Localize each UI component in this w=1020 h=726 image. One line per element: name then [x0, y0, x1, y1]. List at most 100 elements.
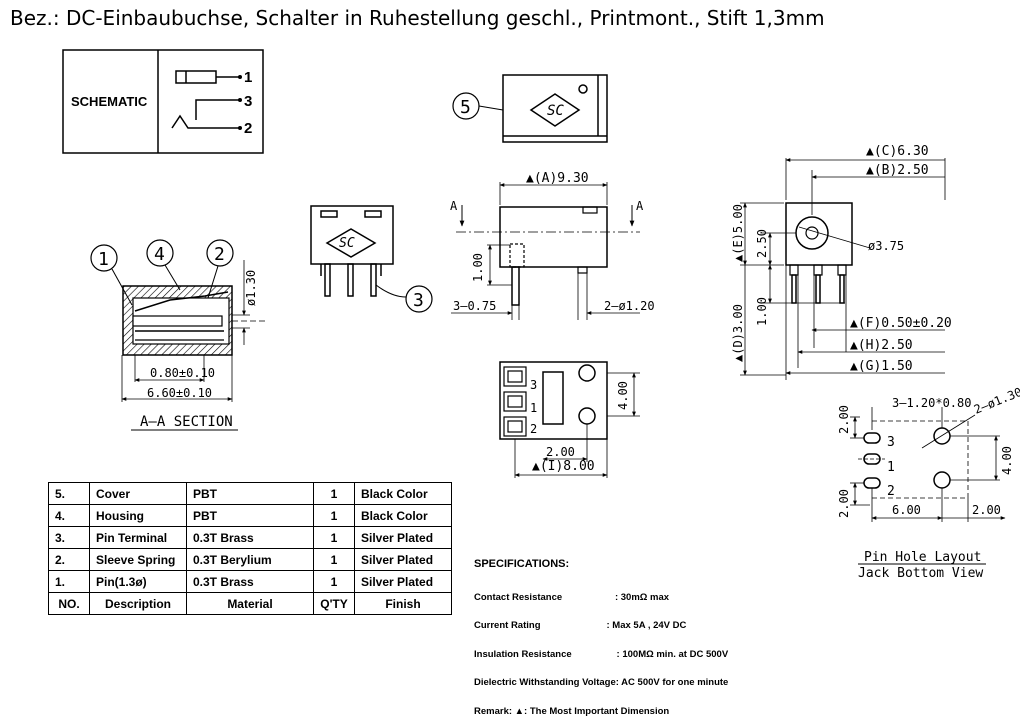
- bom-material: 0.3T Brass: [186, 526, 314, 549]
- bom-no: 1.: [48, 570, 90, 593]
- bom-header-qty: Q'TY: [313, 592, 355, 615]
- side-dim-d375: ø3.75: [868, 239, 904, 253]
- bom-row: 2. Sleeve Spring 0.3T Berylium 1 Silver …: [48, 548, 452, 571]
- bom-row: 5. Cover PBT 1 Black Color: [48, 482, 452, 505]
- pin-layout-dim-holes: 2—ø1.30: [972, 385, 1020, 417]
- bom-finish: Silver Plated: [354, 526, 452, 549]
- specs-title: SPECIFICATIONS:: [474, 558, 570, 570]
- front-view: [451, 182, 640, 320]
- bottom-pin-1: 1: [530, 401, 537, 415]
- bom-no: 5.: [48, 482, 90, 505]
- bom-no: 3.: [48, 526, 90, 549]
- callout-4-circle: [146, 239, 174, 267]
- schematic-pin-2: 2: [244, 120, 252, 137]
- callout-2: 2: [214, 244, 225, 265]
- bom-qty: 1: [313, 526, 355, 549]
- cover-view: [502, 74, 608, 143]
- bom-material: 0.3T Berylium: [186, 548, 314, 571]
- bom-header-description: Description: [89, 592, 187, 615]
- callout-1: 1: [98, 249, 109, 270]
- schematic-symbol-icon: [171, 70, 240, 129]
- bom-qty: 1: [313, 504, 355, 527]
- side-dim-g: ▲(G)1.50: [850, 359, 913, 374]
- pin-layout-dim-top-200: 2.00: [837, 405, 851, 434]
- section-dim-080: 0.80±0.10: [150, 366, 215, 380]
- bom-description: Sleeve Spring: [89, 548, 187, 571]
- bom-finish: Silver Plated: [354, 570, 452, 593]
- schematic-box: SCHEMATIC 1 3 2: [62, 49, 264, 154]
- bom-material: 0.3T Brass: [186, 570, 314, 593]
- side-logo-text: SC: [339, 236, 355, 251]
- callout-5: 5: [460, 97, 471, 118]
- bottom-dim-400: 4.00: [616, 381, 630, 410]
- bom-header-material: Material: [186, 592, 314, 615]
- pin-layout-dim-bottom-200: 2.00: [837, 489, 851, 518]
- front-dim-pins-left: 3—0.75: [453, 299, 496, 313]
- pin-layout-caption-title: Pin Hole Layout: [864, 550, 981, 565]
- pin-layout-pin-2: 2: [887, 484, 895, 499]
- spec-line: Contact Resistance : 30mΩ max: [474, 591, 670, 603]
- cut-label-left: A: [450, 199, 458, 213]
- bom-row: 4. Housing PBT 1 Black Color: [48, 504, 452, 527]
- pin-hole-layout: [850, 407, 1006, 522]
- bottom-dim-200: 2.00: [546, 445, 575, 459]
- bom-qty: 1: [313, 548, 355, 571]
- pin-layout-dim-right-200: 2.00: [972, 503, 1001, 517]
- side-dim-c: ▲(C)6.30: [866, 144, 929, 159]
- spec-line: Current Rating : Max 5A , 24V DC: [474, 620, 687, 631]
- bom-header-no: NO.: [48, 592, 90, 615]
- front-dim-pins-right: 2—ø1.20: [604, 299, 655, 313]
- pin-layout-dim-600: 6.00: [892, 503, 921, 517]
- bom-header-row: NO. Description Material Q'TY Finish: [48, 592, 452, 615]
- specifications-block: SPECIFICATIONS: Contact Resistance : 30m…: [474, 541, 728, 726]
- small-side-view: [310, 205, 394, 297]
- schematic-pin-1: 1: [244, 69, 252, 86]
- callout-2-circle: [206, 239, 234, 267]
- bottom-dim-i: ▲(I)8.00: [532, 459, 595, 474]
- side-dim-f: ▲(F)0.50±0.20: [850, 316, 952, 331]
- bom-material: PBT: [186, 482, 314, 505]
- schematic-pin-3: 3: [244, 93, 252, 110]
- front-dim-100: 1.00: [471, 253, 485, 282]
- callout-1-circle: [90, 244, 118, 272]
- bom-header-finish: Finish: [354, 592, 452, 615]
- bom-description: Pin(1.3ø): [89, 570, 187, 593]
- bom-row: 1. Pin(1.3ø) 0.3T Brass 1 Silver Plated: [48, 570, 452, 593]
- pin-layout-caption-sub: Jack Bottom View: [858, 566, 983, 581]
- spec-line: Remark: ▲: The Most Important Dimension: [474, 705, 670, 717]
- pin-layout-dim-slots: 3—1.20*0.80: [892, 396, 971, 410]
- bom-no: 4.: [48, 504, 90, 527]
- section-title: A—A SECTION: [140, 414, 233, 430]
- bom-finish: Black Color: [354, 482, 452, 505]
- bill-of-materials: 5. Cover PBT 1 Black Color 4. Housing PB…: [48, 482, 452, 615]
- side-dim-e: ▲(E)5.00: [731, 204, 745, 262]
- bom-finish: Black Color: [354, 504, 452, 527]
- pin-layout-pin-1: 1: [887, 460, 895, 475]
- bom-description: Pin Terminal: [89, 526, 187, 549]
- right-side-view: [740, 158, 946, 380]
- side-dim-b: ▲(B)2.50: [866, 163, 929, 178]
- pin-layout-pin-3: 3: [887, 435, 895, 450]
- side-dim-d: ▲(D)3.00: [731, 304, 745, 362]
- cover-logo-text: SC: [547, 103, 564, 119]
- callout-3: 3: [413, 290, 424, 311]
- section-dim-660: 6.60±0.10: [147, 386, 212, 400]
- pin-layout-dim-400: 4.00: [1000, 446, 1014, 475]
- front-dim-a: ▲(A)9.30: [526, 171, 589, 186]
- spec-line: Insulation Resistance : 100MΩ min. at DC…: [474, 648, 729, 660]
- section-dim-diameter: ø1.30: [244, 270, 258, 306]
- bom-no: 2.: [48, 548, 90, 571]
- schematic-label: SCHEMATIC: [71, 94, 148, 109]
- cut-label-right: A: [636, 199, 644, 213]
- bottom-pin-2: 2: [530, 422, 537, 436]
- side-dim-100: 1.00: [755, 297, 769, 326]
- drawing-title: Bez.: DC-Einbaubuchse, Schalter in Ruhes…: [10, 6, 825, 30]
- technical-drawing: SCHEMATIC 1 3 2 SC 5 SC: [62, 49, 1020, 581]
- callout-3-circle: [405, 285, 433, 313]
- bottom-view: [499, 361, 640, 478]
- bom-qty: 1: [313, 570, 355, 593]
- side-dim-250: 2.50: [755, 229, 769, 258]
- bom-row: 3. Pin Terminal 0.3T Brass 1 Silver Plat…: [48, 526, 452, 549]
- bom-description: Housing: [89, 504, 187, 527]
- bom-description: Cover: [89, 482, 187, 505]
